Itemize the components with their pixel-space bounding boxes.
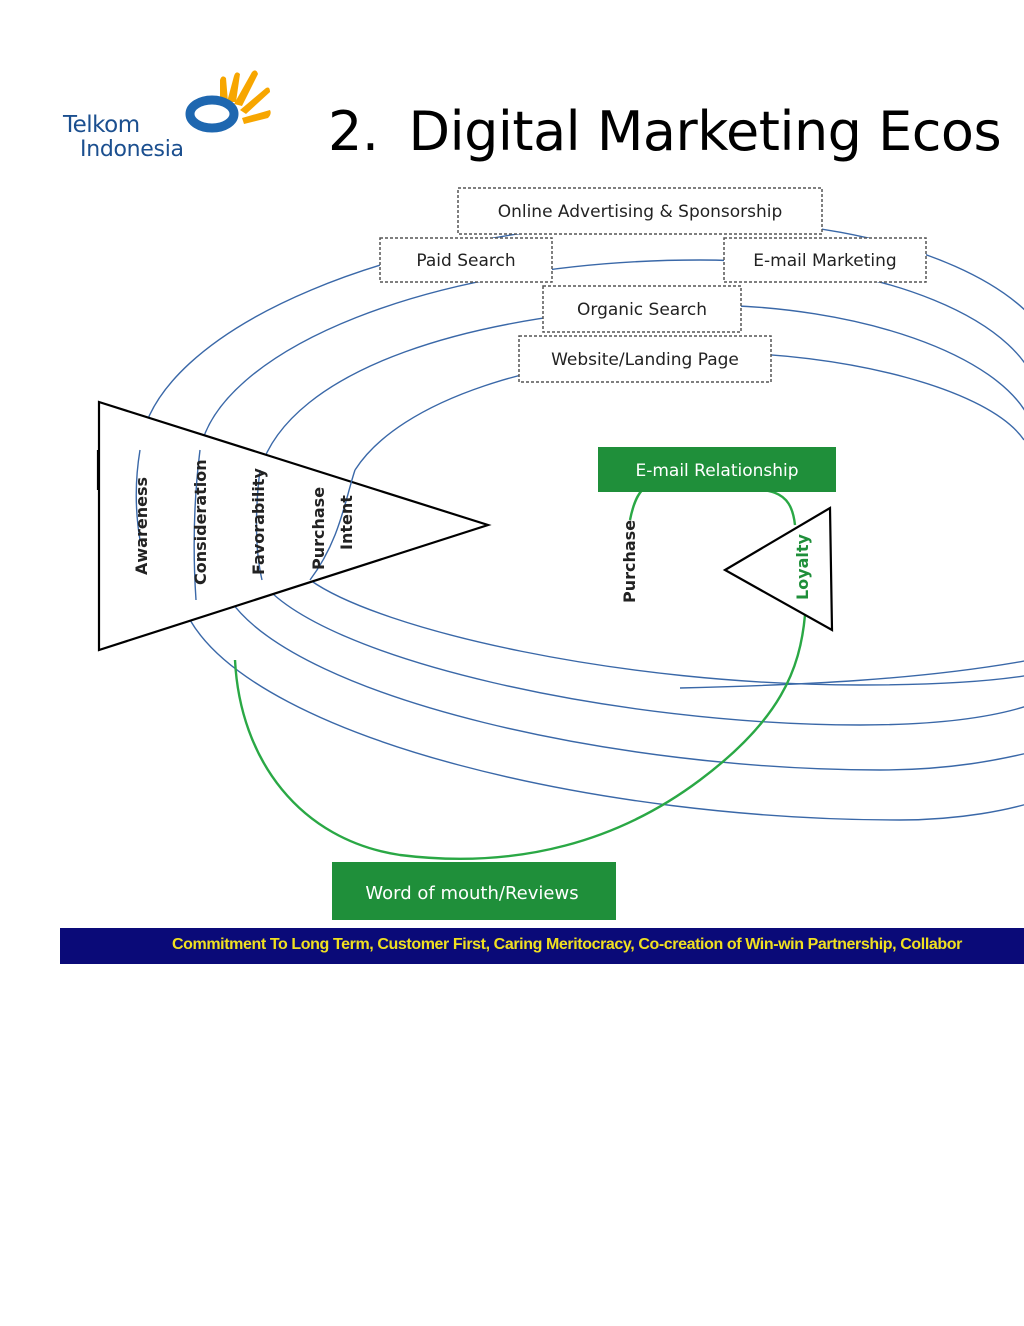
email-relationship-box — [598, 447, 836, 492]
channel-paid-search: Paid Search — [416, 251, 515, 271]
title-text: Digital Marketing Ecos — [408, 100, 1002, 163]
telkom-flame-ring-icon — [185, 70, 271, 133]
ellipse-ring-5-lower — [679, 660, 1024, 689]
channel-email-marketing: E-mail Marketing — [753, 251, 896, 271]
funnel-stage-purchase: Purchase — [309, 487, 328, 570]
ellipse-ring-2 — [199, 259, 1024, 451]
channel-box-email-marketing — [723, 237, 927, 283]
word-of-mouth-label: Word of mouth/Reviews — [365, 883, 578, 904]
channel-organic-search: Organic Search — [577, 300, 707, 320]
footer-values-text: Commitment To Long Term, Customer First,… — [172, 936, 962, 953]
funnel-stage-awareness: Awareness — [132, 477, 151, 575]
channel-online-advertising: Online Advertising & Sponsorship — [498, 202, 783, 222]
word-of-mouth-loop — [233, 614, 807, 860]
footer-values-band: Commitment To Long Term, Customer First,… — [60, 928, 1024, 964]
loyalty-label: Loyalty — [793, 533, 812, 600]
word-of-mouth-box — [332, 862, 616, 920]
purchase-label: Purchase — [620, 520, 639, 603]
channel-box-online-advertising — [457, 187, 823, 235]
funnel-stage-favorability: Favorability — [249, 468, 268, 575]
channel-website-landing-page: Website/Landing Page — [551, 350, 739, 370]
channel-box-website — [518, 335, 772, 383]
funnel-stage-intent: Intent — [337, 495, 356, 550]
telkom-indonesia-logo: Telkom Indonesia — [60, 62, 275, 166]
ellipse-ring-1-lower — [189, 619, 1024, 821]
email-relationship-label: E-mail Relationship — [635, 461, 798, 481]
digital-marketing-ecosystem-diagram: Online Advertising & Sponsorship Paid Se… — [96, 187, 1024, 920]
ellipse-ring-2-lower — [229, 599, 1024, 771]
logo-text-telkom: Telkom — [63, 112, 140, 138]
channel-box-paid-search — [379, 237, 553, 283]
purchase-funnel-triangle — [97, 400, 492, 652]
logo-text-indonesia: Indonesia — [80, 137, 184, 162]
loyalty-triangle — [722, 506, 834, 632]
channel-box-organic-search — [542, 285, 742, 333]
funnel-stage-consideration: Consideration — [191, 459, 210, 585]
ellipse-ring-3-lower — [259, 579, 1024, 726]
title-number: 2. — [328, 100, 379, 163]
slide-title: 2. Digital Marketing Ecos — [328, 100, 1002, 163]
ellipse-ring-4-lower — [309, 579, 1024, 686]
